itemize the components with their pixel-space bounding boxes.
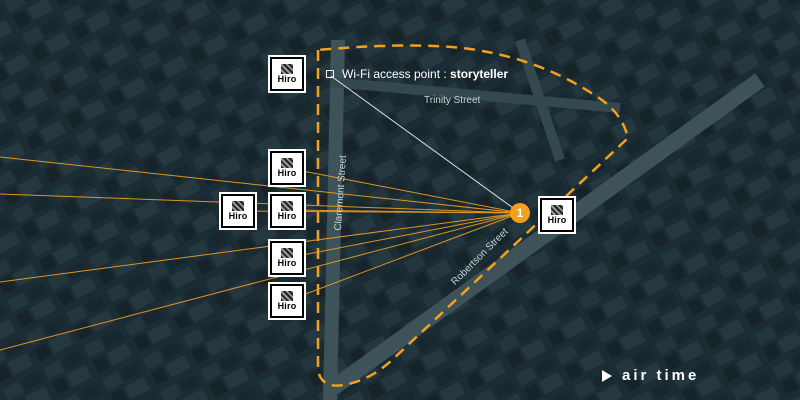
hiro-logo-icon: [281, 158, 293, 168]
signal-line: [0, 193, 521, 214]
hiro-logo-icon: [232, 201, 244, 211]
access-point-label: Wi-Fi access point : storyteller: [326, 67, 508, 81]
signal-line: [286, 209, 521, 214]
hiro-device-icon[interactable]: Hiro: [268, 239, 306, 277]
hiro-device-icon[interactable]: Hiro: [268, 55, 306, 93]
access-point-prefix: Wi-Fi access point :: [342, 67, 451, 81]
signal-line: [286, 212, 521, 302]
brand-logo: air time: [602, 367, 699, 384]
hiro-device-icon[interactable]: Hiro: [219, 192, 257, 230]
access-point-link: [330, 75, 521, 214]
hiro-logo-icon: [281, 64, 293, 74]
coverage-boundary: [316, 44, 630, 387]
hiro-logo-icon: [281, 291, 293, 301]
device-label: Hiro: [277, 211, 297, 221]
brand-text: air time: [622, 367, 700, 384]
road-robertson: [325, 73, 765, 397]
hiro-device-icon[interactable]: Hiro: [268, 149, 306, 187]
wifi-access-point-icon: [326, 69, 334, 78]
device-label: Hiro: [277, 301, 297, 311]
hiro-device-icon[interactable]: Hiro: [268, 192, 306, 230]
street-label-trinity: Trinity Street: [424, 95, 481, 106]
device-label: Hiro: [277, 74, 297, 84]
signal-line: [286, 212, 521, 259]
device-label: Hiro: [277, 258, 297, 268]
signal-line: [286, 167, 521, 214]
device-label: Hiro: [547, 215, 567, 225]
device-label: Hiro: [228, 211, 248, 221]
hiro-device-icon[interactable]: Hiro: [268, 282, 306, 320]
signal-line: [0, 156, 521, 214]
signal-line: [0, 212, 521, 351]
hiro-device-icon[interactable]: Hiro: [538, 196, 576, 234]
hiro-logo-icon: [281, 248, 293, 258]
road-trinity: [329, 77, 621, 113]
signal-line: [0, 212, 521, 283]
access-point-name: storyteller: [450, 67, 509, 81]
road-cross: [515, 38, 565, 162]
hiro-logo-icon: [551, 205, 563, 215]
play-icon: [602, 369, 612, 382]
device-label: Hiro: [277, 168, 297, 178]
road-claremont: [323, 39, 345, 400]
hiro-logo-icon: [281, 201, 293, 211]
location-marker[interactable]: 1: [510, 203, 530, 223]
